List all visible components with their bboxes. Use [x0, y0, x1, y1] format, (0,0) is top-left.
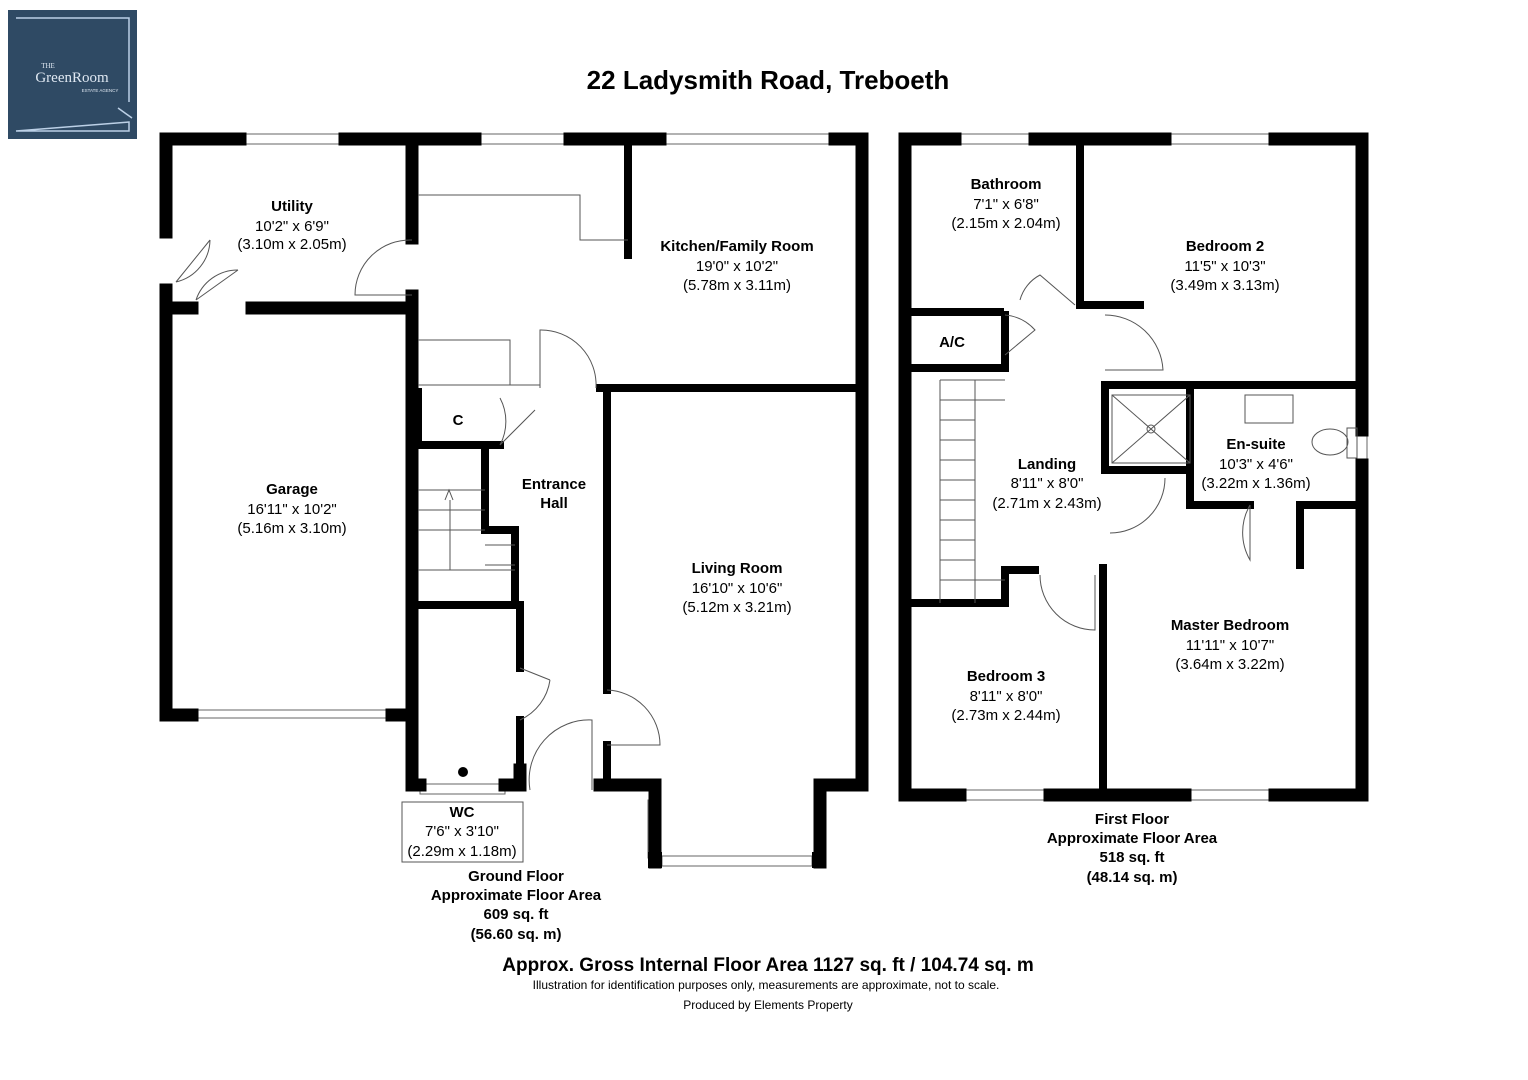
svg-text:(5.16m x 3.10m): (5.16m x 3.10m): [237, 520, 346, 537]
svg-text:Garage: Garage: [266, 481, 318, 498]
svg-text:19'0" x 10'2": 19'0" x 10'2": [696, 258, 778, 275]
room-bedroom-2: Bedroom 2 11'5" x 10'3" (3.49m x 3.13m): [1170, 238, 1279, 294]
room-wc: WC 7'6" x 3'10" (2.29m x 1.18m): [407, 804, 516, 860]
room-garage: Garage 16'11" x 10'2" (5.16m x 3.10m): [237, 481, 346, 537]
svg-text:Approximate Floor Area: Approximate Floor Area: [431, 887, 602, 904]
svg-text:WC: WC: [450, 804, 475, 821]
room-cupboard: C: [453, 412, 464, 429]
ground-floor-plan: [159, 132, 869, 869]
svg-text:11'5" x 10'3": 11'5" x 10'3": [1184, 258, 1265, 275]
svg-text:10'2" x 6'9": 10'2" x 6'9": [255, 218, 329, 235]
svg-text:16'10" x 10'6": 16'10" x 10'6": [692, 580, 783, 597]
svg-text:Landing: Landing: [1018, 456, 1076, 473]
svg-text:ESTATE AGENCY: ESTATE AGENCY: [82, 88, 119, 93]
svg-text:En-suite: En-suite: [1226, 436, 1285, 453]
svg-text:(5.12m x 3.21m): (5.12m x 3.21m): [682, 599, 791, 616]
svg-text:(56.60 sq. m): (56.60 sq. m): [471, 926, 562, 943]
room-master-bedroom: Master Bedroom 11'11" x 10'7" (3.64m x 3…: [1171, 617, 1289, 673]
page-title: 22 Ladysmith Road, Treboeth: [587, 65, 950, 95]
svg-text:First Floor: First Floor: [1095, 811, 1169, 828]
first-floor-area: First Floor Approximate Floor Area 518 s…: [1047, 811, 1218, 886]
producer-credit: Produced by Elements Property: [683, 998, 852, 1012]
room-kitchen-family: Kitchen/Family Room 19'0" x 10'2" (5.78m…: [660, 238, 813, 294]
svg-text:Hall: Hall: [540, 495, 568, 512]
gross-floor-area: Approx. Gross Internal Floor Area 1127 s…: [502, 955, 1033, 976]
svg-text:(3.64m x 3.22m): (3.64m x 3.22m): [1175, 656, 1284, 673]
svg-text:11'11" x 10'7": 11'11" x 10'7": [1186, 637, 1274, 654]
svg-text:609 sq. ft: 609 sq. ft: [483, 906, 548, 923]
svg-text:Utility: Utility: [271, 198, 313, 215]
svg-text:16'11" x 10'2": 16'11" x 10'2": [247, 501, 337, 518]
room-airing-cupboard: A/C: [939, 334, 965, 351]
logo-graphic: THE GreenRoom ESTATE AGENCY: [15, 17, 133, 132]
svg-text:Kitchen/Family Room: Kitchen/Family Room: [660, 238, 813, 255]
svg-text:(2.15m x 2.04m): (2.15m x 2.04m): [951, 215, 1060, 232]
room-landing: Landing 8'11" x 8'0" (2.71m x 2.43m): [992, 456, 1101, 512]
svg-text:10'3" x 4'6": 10'3" x 4'6": [1219, 456, 1293, 473]
svg-text:(2.29m x 1.18m): (2.29m x 1.18m): [407, 843, 516, 860]
first-floor-plan: [898, 132, 1369, 802]
svg-text:THE: THE: [41, 62, 55, 70]
svg-text:Master Bedroom: Master Bedroom: [1171, 617, 1289, 634]
svg-text:Bathroom: Bathroom: [971, 176, 1042, 193]
svg-text:(3.22m x 1.36m): (3.22m x 1.36m): [1201, 475, 1310, 492]
svg-text:Ground Floor: Ground Floor: [468, 868, 564, 885]
ground-floor-area: Ground Floor Approximate Floor Area 609 …: [431, 868, 602, 943]
svg-text:8'11" x 8'0": 8'11" x 8'0": [1011, 475, 1084, 492]
svg-text:(48.14 sq. m): (48.14 sq. m): [1087, 869, 1178, 886]
svg-text:Bedroom 3: Bedroom 3: [967, 668, 1045, 685]
svg-text:518 sq. ft: 518 sq. ft: [1099, 849, 1164, 866]
svg-text:(2.71m x 2.43m): (2.71m x 2.43m): [992, 495, 1101, 512]
room-en-suite: En-suite 10'3" x 4'6" (3.22m x 1.36m): [1201, 436, 1310, 492]
svg-text:7'1" x 6'8": 7'1" x 6'8": [973, 196, 1039, 213]
svg-text:(3.10m x 2.05m): (3.10m x 2.05m): [237, 236, 346, 253]
svg-text:(2.73m x 2.44m): (2.73m x 2.44m): [951, 707, 1060, 724]
room-utility: Utility 10'2" x 6'9" (3.10m x 2.05m): [237, 198, 346, 253]
agency-logo: THE GreenRoom ESTATE AGENCY: [8, 10, 137, 139]
svg-text:Bedroom 2: Bedroom 2: [1186, 238, 1264, 255]
room-bedroom-3: Bedroom 3 8'11" x 8'0" (2.73m x 2.44m): [951, 668, 1060, 724]
room-bathroom: Bathroom 7'1" x 6'8" (2.15m x 2.04m): [951, 176, 1060, 232]
svg-text:Entrance: Entrance: [522, 476, 586, 493]
room-living: Living Room 16'10" x 10'6" (5.12m x 3.21…: [682, 560, 791, 616]
svg-text:7'6" x 3'10": 7'6" x 3'10": [425, 823, 499, 840]
svg-text:8'11" x 8'0": 8'11" x 8'0": [970, 688, 1043, 705]
svg-text:(3.49m x 3.13m): (3.49m x 3.13m): [1170, 277, 1279, 294]
svg-text:Approximate Floor Area: Approximate Floor Area: [1047, 830, 1218, 847]
svg-text:(5.78m x 3.11m): (5.78m x 3.11m): [683, 277, 791, 294]
room-entrance-hall: Entrance Hall: [522, 476, 586, 512]
svg-text:Living Room: Living Room: [692, 560, 783, 577]
svg-text:GreenRoom: GreenRoom: [35, 70, 109, 86]
disclaimer: Illustration for identification purposes…: [533, 978, 1000, 992]
